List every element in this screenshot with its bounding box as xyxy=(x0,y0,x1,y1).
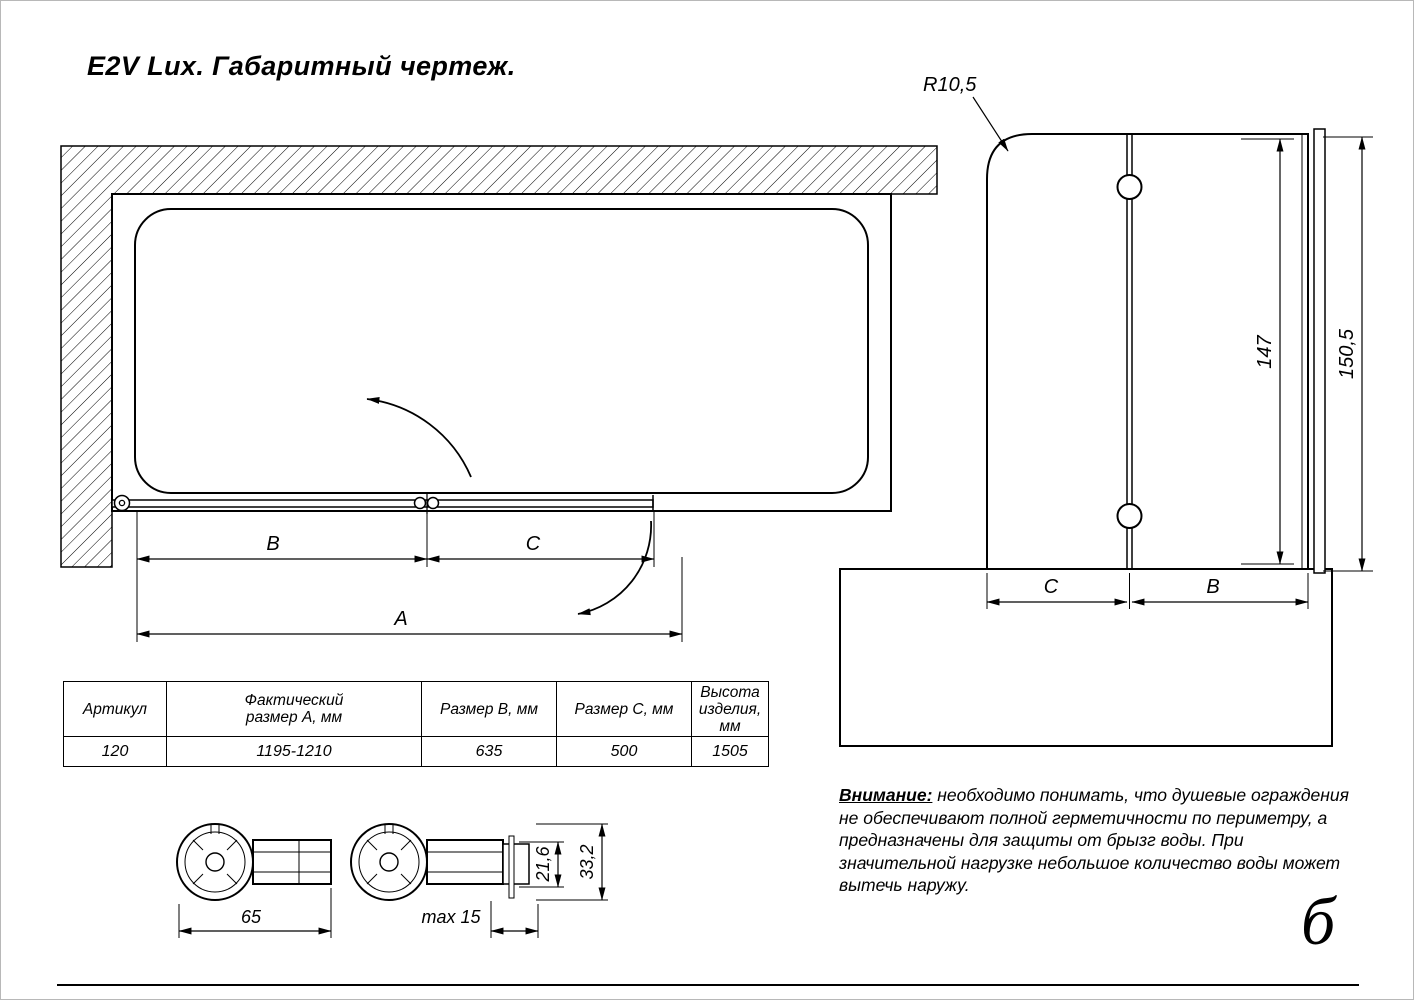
cell-size-c: 500 xyxy=(556,736,692,767)
dim-label-c: C xyxy=(526,533,541,555)
col-header-height: Высота изделия, мм xyxy=(691,681,769,737)
warning-note: Внимание: необходимо понимать, что душев… xyxy=(839,784,1353,897)
dim-label-332: 33,2 xyxy=(577,844,597,879)
hinge-hole-bottom xyxy=(1116,503,1143,529)
dim-label-65: 65 xyxy=(241,907,262,927)
dim-label-150: 150,5 xyxy=(1336,328,1358,379)
dim-label-front-b: B xyxy=(1206,576,1219,598)
page-number: б xyxy=(1301,883,1336,959)
spec-table-data-row: 120 1195-1210 635 500 1505 xyxy=(63,736,769,767)
cell-height: 1505 xyxy=(691,736,769,767)
swing-arrow-outer xyxy=(577,520,652,616)
cell-article: 120 xyxy=(63,736,167,767)
front-view-drawing: R10,5 147 150,5 C B xyxy=(839,74,1373,747)
spec-table-header-row: Артикул Фактический размер A, мм Размер … xyxy=(63,681,769,737)
wall-profile-strip xyxy=(1313,128,1326,574)
bathtub-front xyxy=(839,568,1333,747)
profile-section-1: 65 xyxy=(176,823,332,938)
bathtub-basin xyxy=(134,208,869,494)
col-header-size-a: Фактический размер A, мм xyxy=(166,681,422,737)
dim-label-147: 147 xyxy=(1254,334,1276,368)
bathtub-rim xyxy=(111,193,892,512)
hinge-hole-top xyxy=(1116,174,1143,200)
fold-hinge xyxy=(413,493,440,514)
shower-screen-line xyxy=(111,499,654,508)
glass-panel xyxy=(986,133,1309,570)
col-header-article: Артикул xyxy=(63,681,167,737)
wall-bracket xyxy=(113,494,131,512)
swing-arrow-inner xyxy=(366,397,472,478)
extension-lines-top-view xyxy=(136,511,683,642)
col-header-size-c: Размер C, мм xyxy=(556,681,692,737)
col-header-size-b: Размер B, мм xyxy=(421,681,557,737)
panel-fold-line xyxy=(1126,134,1133,569)
dim-label-a: A xyxy=(393,608,407,630)
dim-label-front-c: C xyxy=(1044,576,1059,598)
extension-lines-front-view xyxy=(986,136,1373,609)
spec-table: Артикул Фактический размер A, мм Размер … xyxy=(63,681,769,767)
profile-sections: 65 xyxy=(176,823,608,938)
dim-label-216: 21,6 xyxy=(533,846,553,883)
radius-label: R10,5 xyxy=(923,74,977,96)
cell-size-a: 1195-1210 xyxy=(166,736,422,767)
radius-leader xyxy=(972,96,1009,152)
warning-label: Внимание: xyxy=(839,785,933,805)
top-view-drawing: B C A xyxy=(60,145,938,642)
page-title: E2V Lux. Габаритный чертеж. xyxy=(87,51,516,81)
warning-text: необходимо понимать, что душевые огражде… xyxy=(839,785,1349,895)
profile-section-2: max 15 21,6 33,2 xyxy=(350,823,608,938)
dim-label-max15: max 15 xyxy=(421,907,481,927)
cell-size-b: 635 xyxy=(421,736,557,767)
dim-label-b: B xyxy=(266,533,279,555)
footer-rule xyxy=(57,984,1359,986)
